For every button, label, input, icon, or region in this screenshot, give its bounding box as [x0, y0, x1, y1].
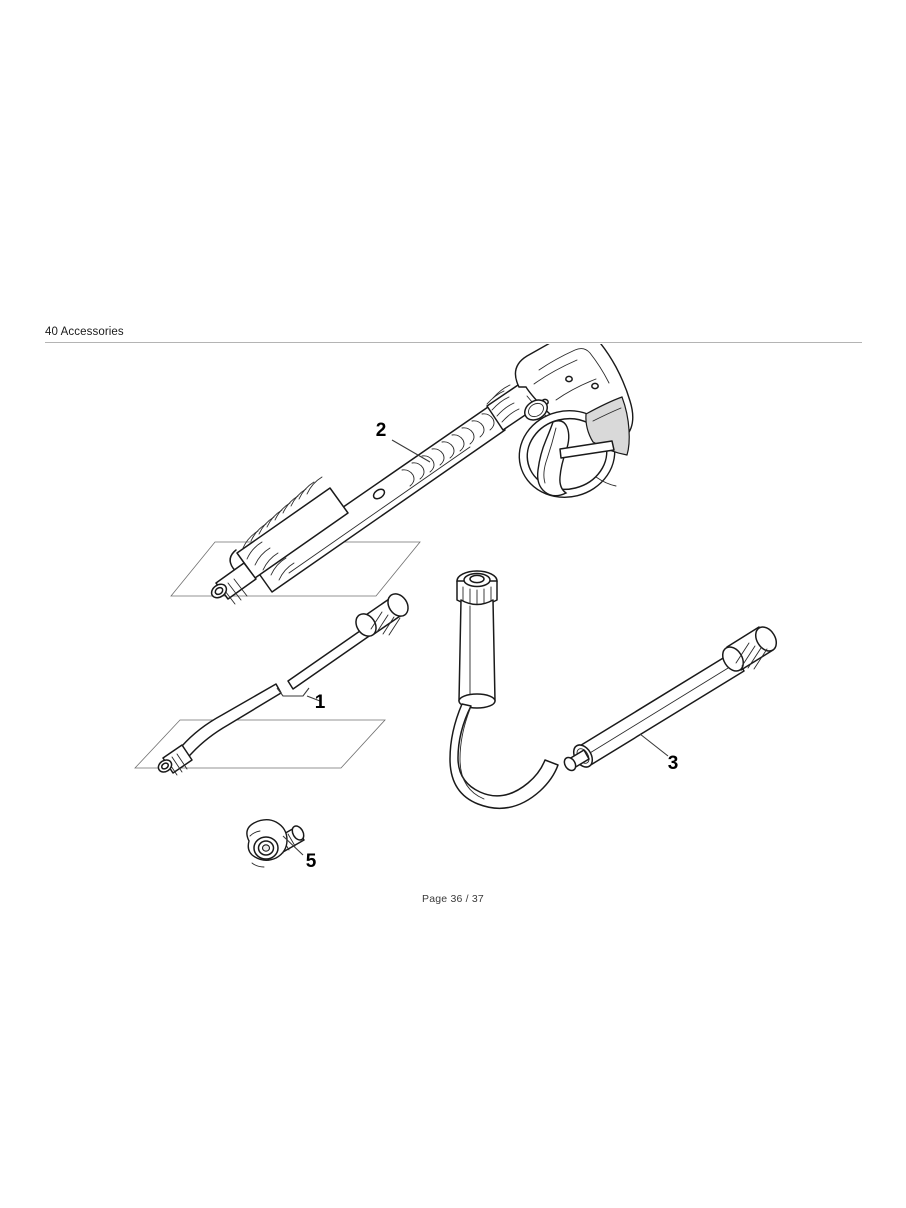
hose-ferrule — [563, 744, 594, 772]
gun-screw-boss — [591, 382, 599, 390]
callout-label-5: 5 — [306, 851, 317, 872]
lance-spring-sleeve — [229, 476, 349, 581]
part-hose-coupling — [563, 626, 778, 772]
callout-leader-2 — [391, 439, 431, 463]
callout-label-2: 2 — [376, 420, 387, 441]
callout-leader-1 — [306, 695, 321, 702]
page-footer: Page 36 / 37 — [0, 889, 906, 907]
callout-leader-5 — [282, 835, 304, 856]
part-nozzle — [246, 819, 305, 868]
trigger-lever — [536, 420, 570, 497]
safety-latch — [585, 396, 630, 456]
callout-label-3: 3 — [668, 753, 679, 774]
callout-label-1: 1 — [315, 692, 326, 713]
gun-screw-boss — [565, 375, 573, 383]
part-spray-gun-assembly — [210, 344, 634, 605]
lance-gun-thread-collar — [486, 380, 541, 431]
trigger-linkage — [559, 440, 615, 459]
lance-barrel — [254, 406, 506, 593]
extension-tube-end-coupler — [157, 744, 193, 776]
page-header: 40 Accessories — [45, 326, 862, 344]
lance-rib-texture — [401, 413, 495, 487]
lance-end-coupler — [210, 562, 257, 605]
part-detergent-suction-tube — [449, 570, 559, 810]
parts-diagram: .ln { fill:none; stroke:#1a1a1a; stroke-… — [0, 344, 906, 889]
part-extension-tube — [157, 593, 409, 776]
gun-grip-edge — [595, 476, 617, 487]
detergent-tube-cap — [456, 570, 498, 607]
callout-leader-3 — [639, 733, 669, 757]
callout-bracket-1 — [276, 687, 310, 697]
page-title: 40 Accessories — [45, 326, 124, 338]
lance-port-hole — [372, 488, 386, 500]
assembly-guide-lines — [134, 541, 421, 769]
extension-tube-knurled-nut — [355, 593, 409, 637]
hose-threaded-coupling — [721, 626, 778, 672]
header-divider — [45, 342, 862, 343]
parts-diagram-svg: .ln { fill:none; stroke:#1a1a1a; stroke-… — [134, 344, 778, 872]
callout-labels: 2 1 3 5 — [306, 420, 679, 872]
page-number: Page 36 / 37 — [422, 893, 484, 905]
